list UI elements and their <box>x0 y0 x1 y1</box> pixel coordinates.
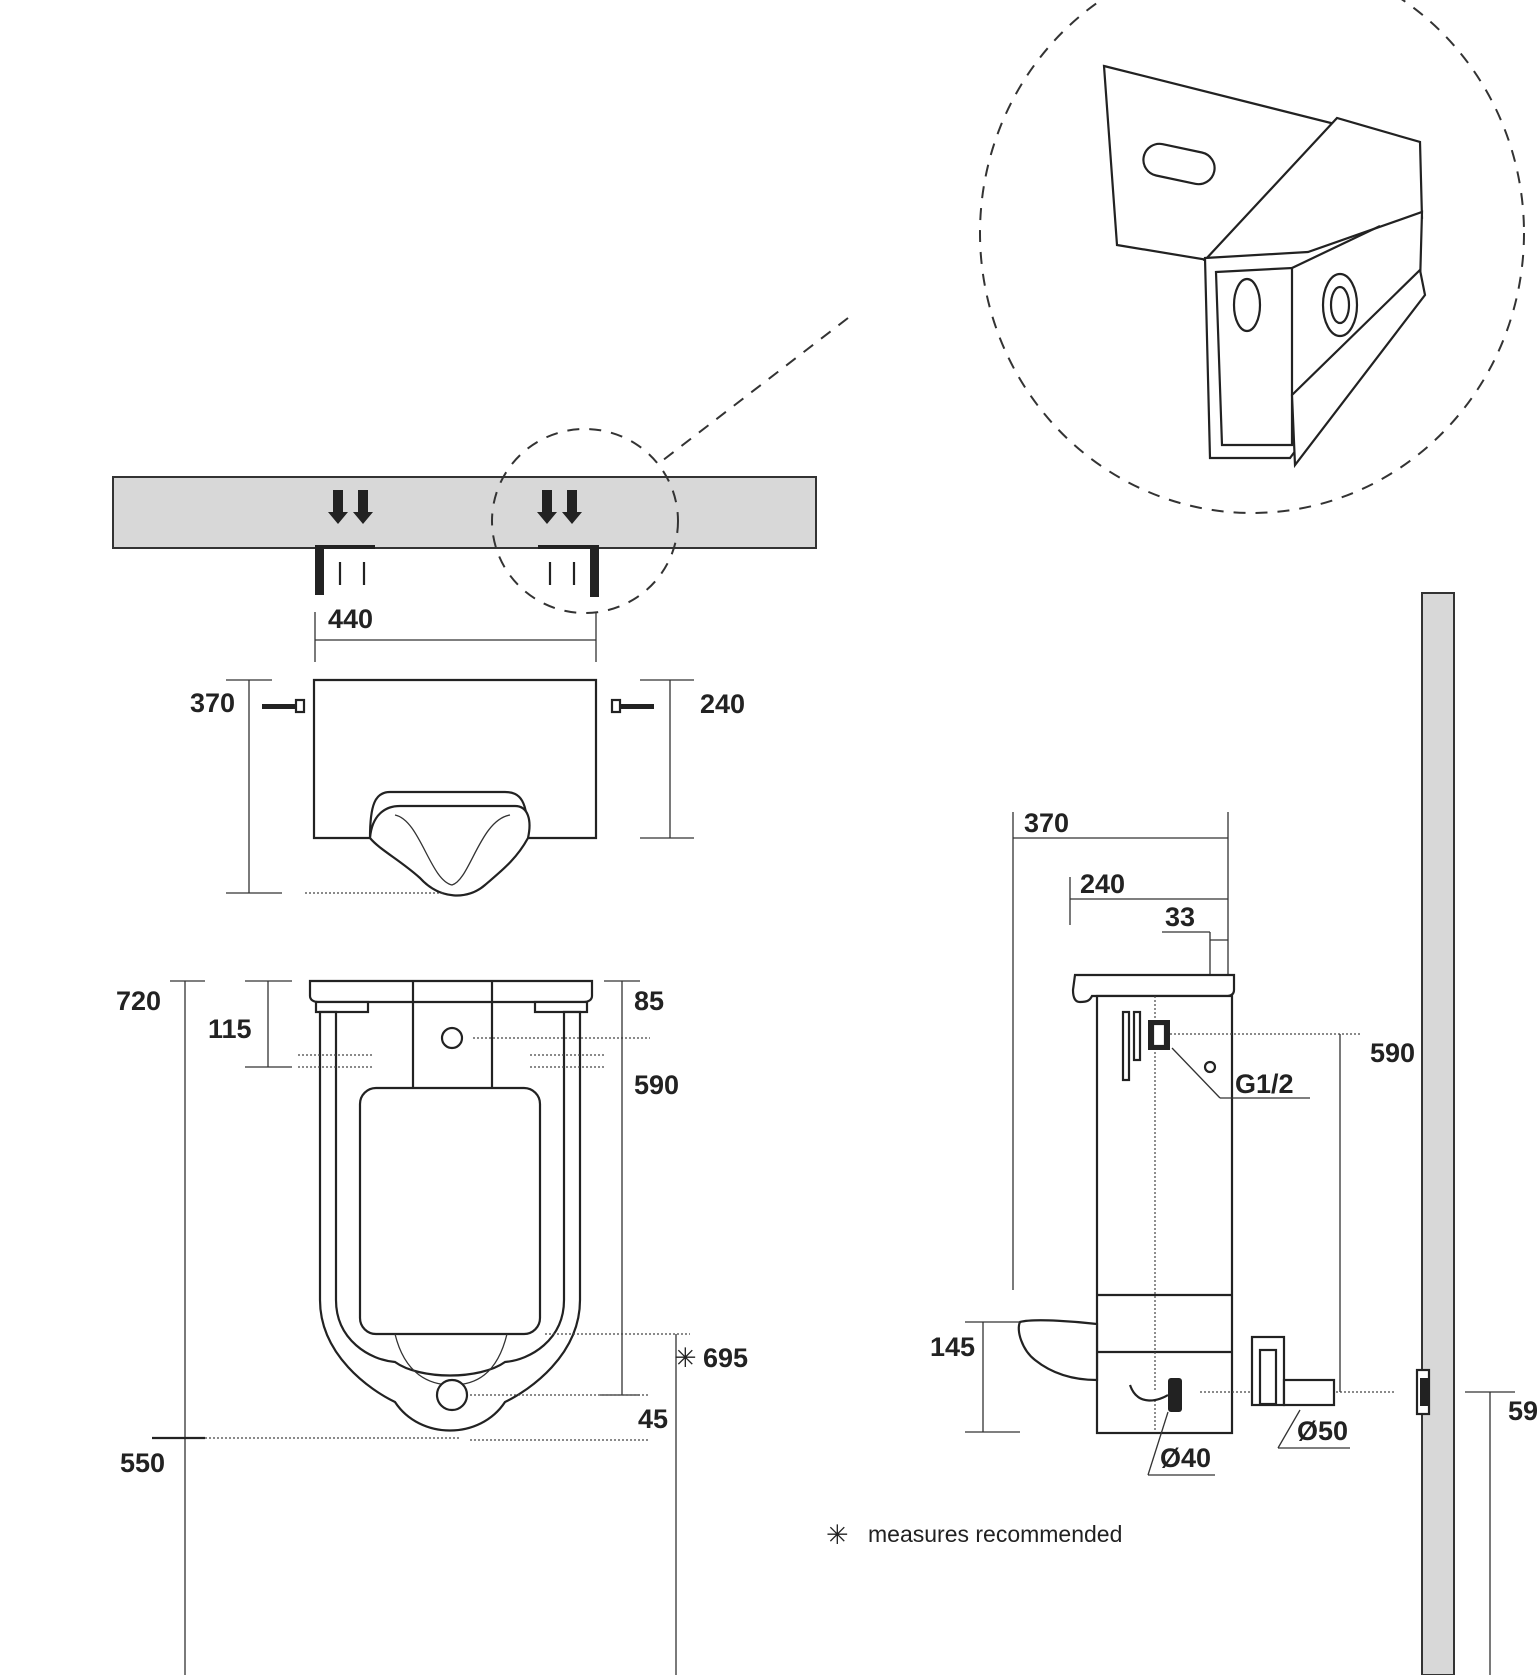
side-view: 370 240 33 G1/2 590 <box>930 592 1538 1675</box>
side-dim-590: 590 <box>1370 1038 1415 1068</box>
detail-circle <box>979 0 1525 514</box>
dim-offset-115: 115 <box>208 1014 252 1044</box>
legend-asterisk: ✳ <box>826 1520 849 1550</box>
side-label-d50: Ø50 <box>1297 1416 1348 1446</box>
toilet-bowl-top <box>368 804 531 897</box>
side-screw-left <box>262 698 306 714</box>
wall-strip <box>112 476 817 549</box>
bracket-detail <box>657 0 1525 514</box>
bracket-illustration <box>1102 64 1427 469</box>
anchor-bolts-right <box>537 490 599 597</box>
dim-outlet-45: 45 <box>638 1404 668 1434</box>
top-view: 440 370 240 <box>190 604 745 897</box>
side-dim-145: 145 <box>930 1332 975 1362</box>
dim-floor-550: 550 <box>120 1448 165 1478</box>
dim-depth-240: 240 <box>700 689 745 719</box>
legend-text: measures recommended <box>868 1521 1122 1547</box>
side-label-g12: G1/2 <box>1235 1069 1294 1099</box>
recommended-marker-695: ✳ <box>674 1343 697 1373</box>
top-wall-section <box>112 428 817 614</box>
front-panel <box>358 1086 542 1336</box>
side-label-d40: Ø40 <box>1160 1443 1211 1473</box>
legend: ✳ measures recommended <box>826 1520 1122 1550</box>
dim-inlet-590: 590 <box>634 1070 679 1100</box>
front-view: 720 115 85 590 ✳ 695 45 550 <box>116 979 748 1675</box>
drain-connector <box>1250 1335 1336 1407</box>
inlet-point <box>440 1026 464 1050</box>
detail-leader-line <box>657 317 849 465</box>
side-screw-right <box>610 698 654 714</box>
front-frame <box>318 1010 582 1432</box>
anchor-bolts-left <box>315 490 375 595</box>
right-wall <box>1421 592 1455 1675</box>
side-dim-240: 240 <box>1080 869 1125 899</box>
outlet-point <box>435 1378 469 1412</box>
dim-rim-85: 85 <box>634 986 664 1016</box>
side-dim-33: 33 <box>1165 902 1195 932</box>
detail-reference-circle <box>491 428 679 614</box>
dim-outlet-695: 695 <box>703 1343 748 1373</box>
side-bowl <box>1017 1319 1099 1382</box>
dim-depth-370: 370 <box>190 688 235 718</box>
dim-height-720: 720 <box>116 986 161 1016</box>
dim-width-440: 440 <box>328 604 373 634</box>
front-rim <box>308 979 594 1004</box>
side-dim-59-cut: 59 <box>1508 1396 1538 1426</box>
side-dim-370: 370 <box>1024 808 1069 838</box>
